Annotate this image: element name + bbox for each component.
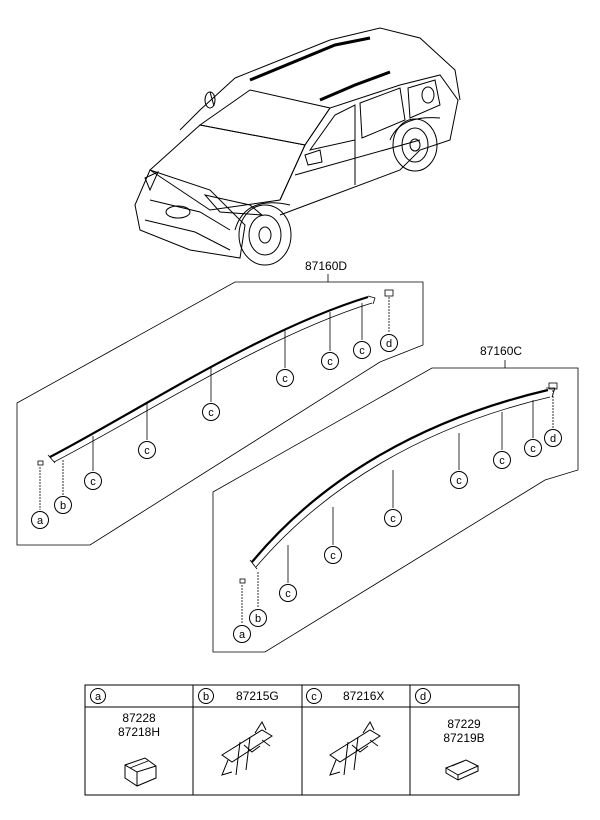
legend-a-part-1: 87228 (122, 711, 156, 725)
legend-b-part: 87215G (236, 689, 279, 703)
rear-callout-c-2: c (324, 546, 342, 564)
clip-a-illustration (124, 757, 157, 787)
svg-text:c: c (208, 407, 214, 419)
svg-text:d: d (550, 433, 556, 445)
front-callout-c-2: c (138, 441, 156, 459)
front-roof-rail (49, 295, 369, 458)
legend-column-b: b 87215G (198, 688, 279, 776)
svg-text:a: a (239, 629, 246, 641)
rear-callout-c-1: c (279, 584, 297, 602)
rear-assembly-part-number: 87160C (480, 344, 522, 358)
rear-roof-rail-assembly: 87160C (212, 344, 579, 653)
rear-callout-c-6: c (524, 439, 542, 457)
legend-a-part-2: 87218H (118, 725, 160, 739)
svg-text:c: c (282, 373, 288, 385)
front-roof-rail-assembly: 87160D (16, 259, 424, 546)
rear-callout-a: a (233, 625, 251, 643)
clip-d-illustration (444, 759, 480, 781)
svg-text:b: b (60, 500, 66, 512)
clip-b-illustration (221, 720, 273, 776)
rear-roof-rail (251, 388, 549, 563)
svg-text:d: d (386, 338, 392, 350)
svg-text:c: c (530, 443, 536, 455)
rear-callout-b: b (249, 609, 267, 627)
svg-text:c: c (499, 455, 505, 467)
front-callout-c-6: c (353, 341, 371, 359)
front-assembly-part-number: 87160D (305, 259, 347, 273)
legend-column-d: d 87229 87219B (415, 688, 485, 781)
car-illustration (134, 27, 461, 266)
rear-callout-c-4: c (450, 471, 468, 489)
svg-text:a: a (95, 691, 102, 703)
svg-text:c: c (456, 475, 462, 487)
front-callout-c-1: c (84, 472, 102, 490)
front-callout-d: d (380, 334, 398, 352)
front-callout-c-4: c (276, 369, 294, 387)
legend-d-part-2: 87219B (443, 731, 484, 745)
svg-text:b: b (255, 613, 261, 625)
legend-d-part-1: 87229 (447, 717, 481, 731)
svg-text:c: c (327, 356, 333, 368)
legend-column-a: a 87228 87218H (90, 688, 160, 787)
svg-text:b: b (203, 691, 209, 703)
legend-c-part: 87216X (343, 689, 384, 703)
front-callout-b: b (54, 496, 72, 514)
legend-column-c: c 87216X (306, 688, 384, 776)
clip-c-illustration (329, 720, 381, 776)
rear-callout-c-5: c (493, 451, 511, 469)
front-callout-a: a (31, 511, 49, 529)
svg-text:c: c (359, 345, 365, 357)
svg-text:c: c (285, 588, 291, 600)
svg-text:c: c (311, 691, 317, 703)
front-callout-c-3: c (202, 403, 220, 421)
front-callout-c-5: c (321, 352, 339, 370)
rear-callout-d: d (544, 429, 562, 447)
svg-text:c: c (144, 445, 150, 457)
rear-callout-c-3: c (384, 509, 402, 527)
svg-text:c: c (330, 550, 336, 562)
svg-text:d: d (420, 691, 426, 703)
svg-text:a: a (37, 515, 44, 527)
parts-legend-table: a 87228 87218H b 87215G (84, 684, 520, 796)
svg-text:c: c (390, 513, 396, 525)
svg-text:c: c (90, 476, 96, 488)
